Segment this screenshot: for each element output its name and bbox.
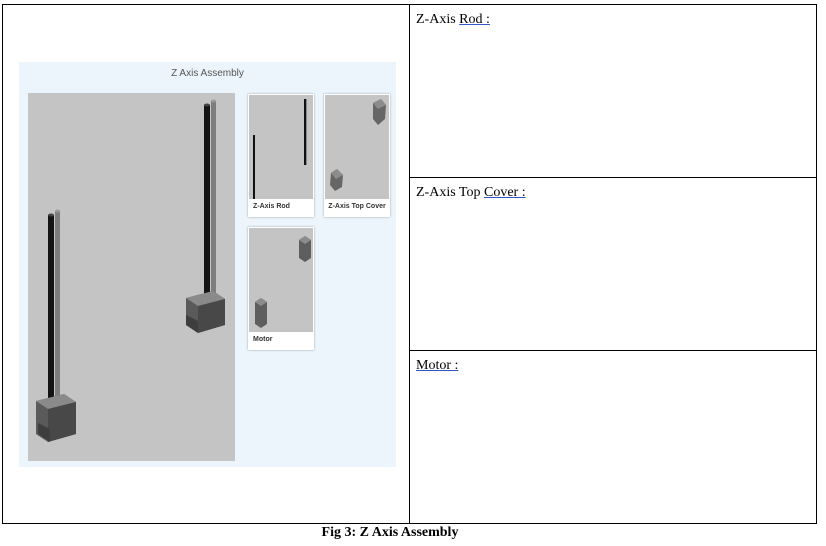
z-axis-rod-thumbnail: [249, 95, 313, 199]
assembly-render: [36, 99, 225, 442]
assembly-screenshot: Z Axis Assembly: [19, 62, 396, 467]
assembly-title: Z Axis Assembly: [171, 68, 244, 79]
description-column: Z-Axis Rod : Z-Axis Top Cover : Motor :: [410, 5, 816, 523]
rod-grey-left: [55, 211, 60, 407]
image-cell: Z Axis Assembly: [3, 5, 410, 523]
row-z-axis-top-cover: Z-Axis Top Cover :: [410, 178, 816, 351]
row-label-z-axis-rod: Z-Axis Rod :: [416, 12, 490, 28]
rod-black-left: [48, 215, 54, 411]
z-axis-top-cover-thumbnail: [325, 95, 389, 199]
row-label-prefix: Z-Axis Top: [416, 185, 484, 200]
rod-grey-right: [211, 101, 216, 301]
document-table: Z Axis Assembly: [2, 4, 817, 524]
row-label-z-axis-top-cover: Z-Axis Top Cover :: [416, 185, 526, 201]
card-z-axis-rod[interactable]: Z-Axis Rod: [248, 94, 314, 217]
row-motor: Motor :: [410, 351, 816, 523]
card-motor[interactable]: Motor: [248, 227, 314, 350]
row-label-underlined: Motor :: [416, 358, 459, 373]
rod-black-right: [204, 105, 210, 305]
row-label-underlined: Cover :: [483, 185, 526, 200]
card-label-motor: Motor: [253, 336, 273, 343]
card-label-z-axis-rod: Z-Axis Rod: [253, 203, 290, 210]
card-z-axis-top-cover[interactable]: Z-Axis Top Cover: [324, 94, 390, 217]
card-label-z-axis-top-cover: Z-Axis Top Cover: [328, 203, 386, 210]
row-label-motor: Motor :: [416, 358, 458, 374]
figure-caption: Fig 3: Z Axis Assembly: [321, 525, 459, 540]
row-label-underlined: Rod :: [459, 12, 490, 27]
row-label-prefix: Z-Axis: [416, 12, 460, 27]
row-z-axis-rod: Z-Axis Rod :: [410, 5, 816, 178]
motor-thumbnail: [249, 228, 313, 332]
assembly-viewport[interactable]: [28, 93, 235, 461]
